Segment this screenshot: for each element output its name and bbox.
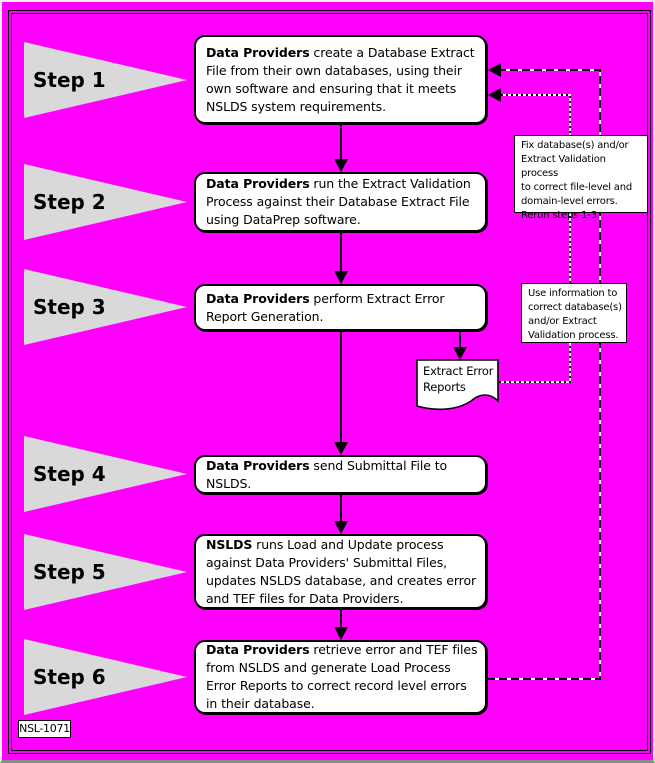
callout-fix-database: Fix database(s) and/or Extract Validatio… xyxy=(514,135,648,221)
step-5-actor: NSLDS xyxy=(206,536,253,552)
process-box-step-3: Data Providers perform Extract Error Rep… xyxy=(194,284,487,331)
step-6-actor: Data Providers xyxy=(206,642,310,657)
step-4-triangle: Step 4 xyxy=(24,436,187,512)
step-2-description: run the Extract Validation Process again… xyxy=(206,176,471,227)
process-box-step-1: Data Providers create a Database Extract… xyxy=(194,35,487,124)
dashed-feedback-arrowhead xyxy=(488,63,501,77)
extract-error-reports-document: Extract Error Reports xyxy=(416,359,500,415)
step-6-label: Step 6 xyxy=(33,665,106,689)
process-box-step-4: Data Providers send Submittal File to NS… xyxy=(194,455,487,494)
callout-use-information: Use information to correct database(s) a… xyxy=(521,283,627,343)
process-box-step-5: NSLDS runs Load and Update process again… xyxy=(194,534,487,609)
arrowhead-to-step3 xyxy=(334,271,348,284)
step-6-triangle: Step 6 xyxy=(24,639,187,715)
dotted-feedback-arrowhead xyxy=(488,88,501,102)
step-4-label: Step 4 xyxy=(33,462,106,486)
arrowhead-to-step4 xyxy=(334,442,348,455)
diagram-id-tag: NSL-1071 xyxy=(18,720,71,738)
step-3-label: Step 3 xyxy=(33,295,106,319)
step-5-label: Step 5 xyxy=(33,560,106,584)
step-3-triangle: Step 3 xyxy=(24,269,187,345)
process-box-step-2: Data Providers run the Extract Validatio… xyxy=(194,172,487,232)
step-3-actor: Data Providers xyxy=(206,290,310,306)
step-5-description: runs Load and Update process against Dat… xyxy=(206,536,477,606)
process-box-step-6: Data Providers retrieve error and TEF fi… xyxy=(194,640,487,714)
step-4-actor: Data Providers xyxy=(206,457,310,473)
step-2-triangle: Step 2 xyxy=(24,164,187,240)
arrowhead-to-step2 xyxy=(334,159,348,172)
step-3-description: perform Extract Error Report Generation. xyxy=(206,290,445,324)
step-1-label: Step 1 xyxy=(33,68,106,92)
step-6-description: retrieve error and TEF files from NSLDS … xyxy=(206,642,478,711)
step-2-label: Step 2 xyxy=(33,190,106,214)
step-1-triangle: Step 1 xyxy=(24,42,187,118)
arrowhead-to-step6 xyxy=(334,627,348,640)
step-2-actor: Data Providers xyxy=(206,176,310,191)
step-4-description: send Submittal File to NSLDS. xyxy=(206,457,448,491)
step-1-actor: Data Providers xyxy=(206,44,310,60)
document-label: Extract Error Reports xyxy=(423,364,494,394)
step-5-triangle: Step 5 xyxy=(24,534,187,610)
arrowhead-to-step5 xyxy=(334,521,348,534)
step-1-description: create a Database Extract File from thei… xyxy=(206,44,475,114)
